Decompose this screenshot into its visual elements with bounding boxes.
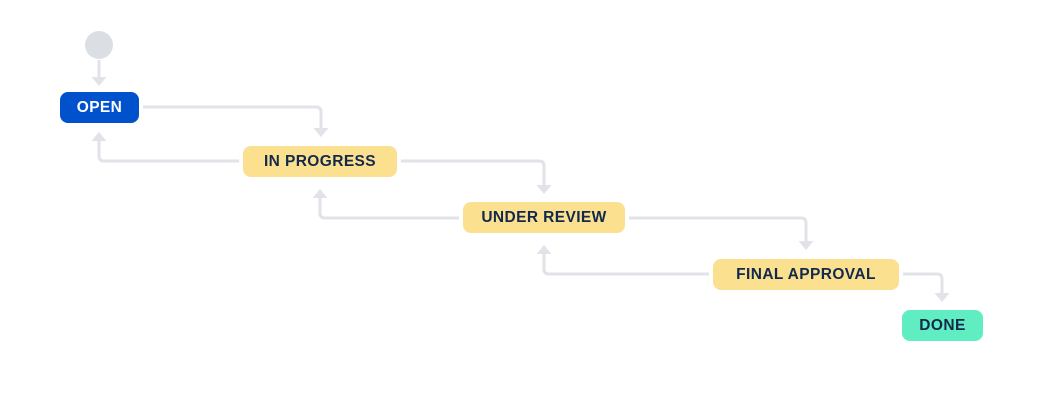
status-node-in-progress[interactable]: IN PROGRESS: [243, 146, 397, 177]
arrowhead-down-icon: [91, 77, 107, 86]
status-node-done[interactable]: DONE: [902, 310, 983, 341]
status-label: FINAL APPROVAL: [736, 265, 876, 283]
arrowhead-down-icon: [536, 185, 552, 194]
transition-open-to-in-progress: [143, 105, 329, 137]
arrow-line: [542, 254, 709, 276]
arrowhead-up-icon: [312, 189, 328, 198]
status-node-open[interactable]: OPEN: [60, 92, 139, 123]
arrowhead-down-icon: [798, 241, 814, 250]
start-node-circle[interactable]: [85, 31, 113, 59]
arrow-line: [318, 198, 459, 220]
arrowhead-up-icon: [91, 132, 107, 141]
transition-under-review-to-final-approval: [629, 216, 814, 250]
status-label: UNDER REVIEW: [481, 208, 607, 226]
transition-final-approval-to-done: [903, 272, 950, 302]
arrowhead-down-icon: [934, 293, 950, 302]
status-label: IN PROGRESS: [263, 152, 377, 170]
status-label: OPEN: [76, 98, 123, 116]
arrowhead-down-icon: [313, 128, 329, 137]
transition-under-review-to-in-progress: [312, 189, 459, 220]
arrow-line: [97, 140, 239, 163]
status-node-final-approval[interactable]: FINAL APPROVAL: [713, 259, 899, 290]
status-node-under-review[interactable]: UNDER REVIEW: [463, 202, 625, 233]
arrow-line: [629, 216, 808, 242]
transition-in-progress-to-under-review: [401, 159, 552, 194]
arrow-line: [903, 272, 944, 294]
arrowhead-up-icon: [536, 245, 552, 254]
transition-start-to-open: [91, 60, 107, 86]
transition-final-approval-to-under-review: [536, 245, 709, 276]
arrow-line: [401, 159, 546, 186]
status-label: DONE: [919, 316, 966, 334]
transition-in-progress-to-open: [91, 132, 239, 163]
arrow-line: [143, 105, 323, 129]
